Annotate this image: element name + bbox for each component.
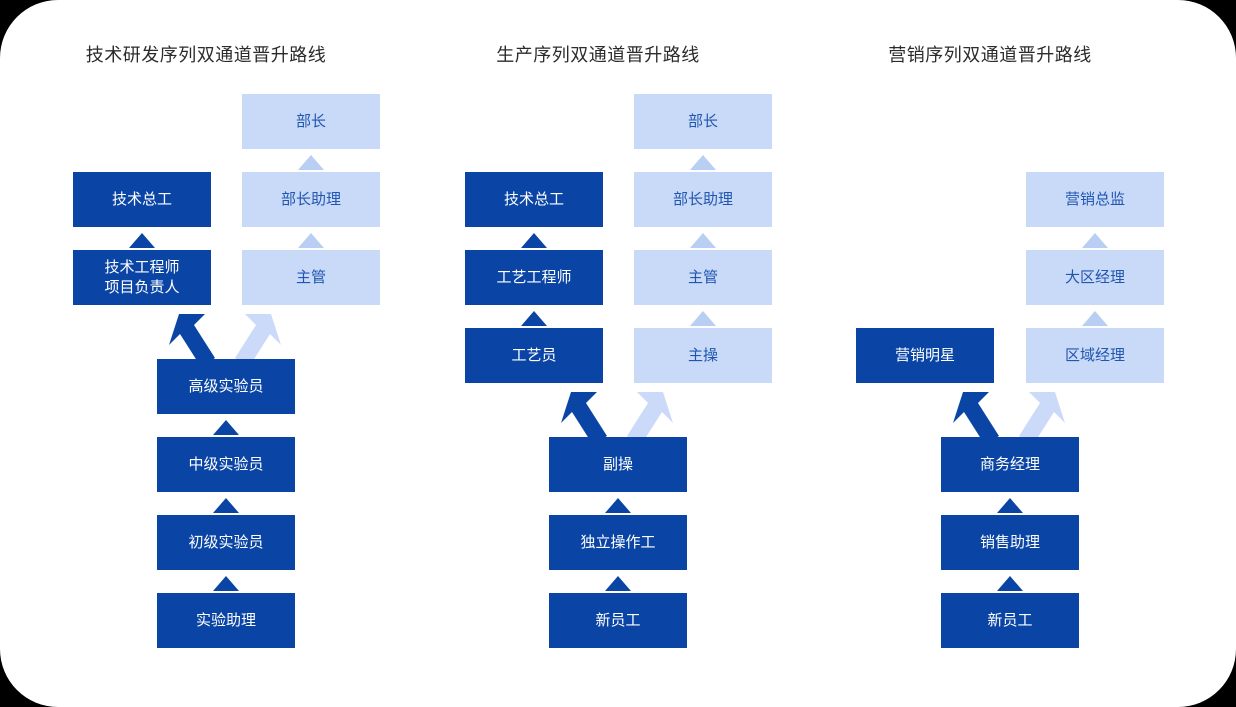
node-rnd-common-1[interactable]: 中级实验员 bbox=[157, 437, 295, 492]
node-production-mgmt-0[interactable]: 部长 bbox=[634, 94, 772, 149]
column-title-rnd: 技术研发序列双通道晋升路线 bbox=[85, 45, 327, 65]
node-production-prof-0[interactable]: 技术总工 bbox=[465, 172, 603, 227]
node-marketing-mgmt-0[interactable]: 营销总监 bbox=[1026, 172, 1164, 227]
node-production-common-1[interactable]: 独立操作工 bbox=[549, 515, 687, 570]
arrow-up-icon-rnd-mgmt-2 bbox=[298, 233, 324, 248]
node-rnd-common-2[interactable]: 初级实验员 bbox=[157, 515, 295, 570]
node-production-mgmt-1[interactable]: 部长助理 bbox=[634, 172, 772, 227]
column-title-production: 生产序列双通道晋升路线 bbox=[496, 45, 700, 65]
arrow-up-icon-rnd-mgmt-1 bbox=[298, 155, 324, 170]
node-rnd-prof-0[interactable]: 技术总工 bbox=[73, 172, 211, 227]
node-production-mgmt-3[interactable]: 主操 bbox=[634, 328, 772, 383]
node-marketing-common-0[interactable]: 商务经理 bbox=[941, 437, 1079, 492]
arrow-up-icon-rnd-common-3 bbox=[213, 576, 239, 591]
node-marketing-mgmt-1[interactable]: 大区经理 bbox=[1026, 250, 1164, 305]
column-title-marketing: 营销序列双通道晋升路线 bbox=[888, 45, 1092, 65]
arrow-up-icon-production-mgmt-3 bbox=[690, 311, 716, 326]
node-production-common-0[interactable]: 副操 bbox=[549, 437, 687, 492]
node-production-prof-2[interactable]: 工艺员 bbox=[465, 328, 603, 383]
arrow-up-icon-production-common-1 bbox=[605, 498, 631, 513]
fork-arrows-rnd bbox=[165, 312, 285, 374]
column-production: 生产序列双通道晋升路线 部长 部长助理 主管 主操 技术总工 工艺工程师 工艺员… bbox=[392, 0, 804, 707]
fork-arrows-marketing bbox=[949, 390, 1069, 452]
node-production-mgmt-2[interactable]: 主管 bbox=[634, 250, 772, 305]
node-production-prof-1[interactable]: 工艺工程师 bbox=[465, 250, 603, 305]
arrow-up-icon-marketing-common-2 bbox=[997, 576, 1023, 591]
arrow-up-icon-production-prof-1 bbox=[521, 233, 547, 248]
arrow-up-icon-production-mgmt-1 bbox=[690, 155, 716, 170]
node-rnd-prof-1[interactable]: 技术工程师 项目负责人 bbox=[73, 250, 211, 305]
node-rnd-common-0[interactable]: 高级实验员 bbox=[157, 359, 295, 414]
arrow-up-icon-marketing-common-1 bbox=[997, 498, 1023, 513]
node-production-common-2[interactable]: 新员工 bbox=[549, 593, 687, 648]
node-rnd-common-3[interactable]: 实验助理 bbox=[157, 593, 295, 648]
fork-arrows-production bbox=[557, 390, 677, 452]
node-marketing-common-2[interactable]: 新员工 bbox=[941, 593, 1079, 648]
column-rnd: 技术研发序列双通道晋升路线 部长 部长助理 主管 技术总工 技术工程师 项目负责… bbox=[0, 0, 412, 707]
arrow-up-icon-production-common-2 bbox=[605, 576, 631, 591]
node-rnd-mgmt-0[interactable]: 部长 bbox=[242, 94, 380, 149]
arrow-up-icon-production-prof-2 bbox=[521, 311, 547, 326]
node-marketing-common-1[interactable]: 销售助理 bbox=[941, 515, 1079, 570]
arrow-up-icon-production-mgmt-2 bbox=[690, 233, 716, 248]
node-rnd-mgmt-1[interactable]: 部长助理 bbox=[242, 172, 380, 227]
arrow-up-icon-rnd-common-1 bbox=[213, 420, 239, 435]
node-marketing-prof-0[interactable]: 营销明星 bbox=[856, 328, 994, 383]
node-marketing-mgmt-2[interactable]: 区域经理 bbox=[1026, 328, 1164, 383]
arrow-up-icon-rnd-common-2 bbox=[213, 498, 239, 513]
arrow-up-icon-marketing-mgmt-1 bbox=[1082, 233, 1108, 248]
node-rnd-mgmt-2[interactable]: 主管 bbox=[242, 250, 380, 305]
arrow-up-icon-rnd-prof-1 bbox=[129, 233, 155, 248]
column-marketing: 营销序列双通道晋升路线 营销总监 大区经理 区域经理 营销明星 商务经理 销售助… bbox=[784, 0, 1196, 707]
arrow-up-icon-marketing-mgmt-2 bbox=[1082, 311, 1108, 326]
